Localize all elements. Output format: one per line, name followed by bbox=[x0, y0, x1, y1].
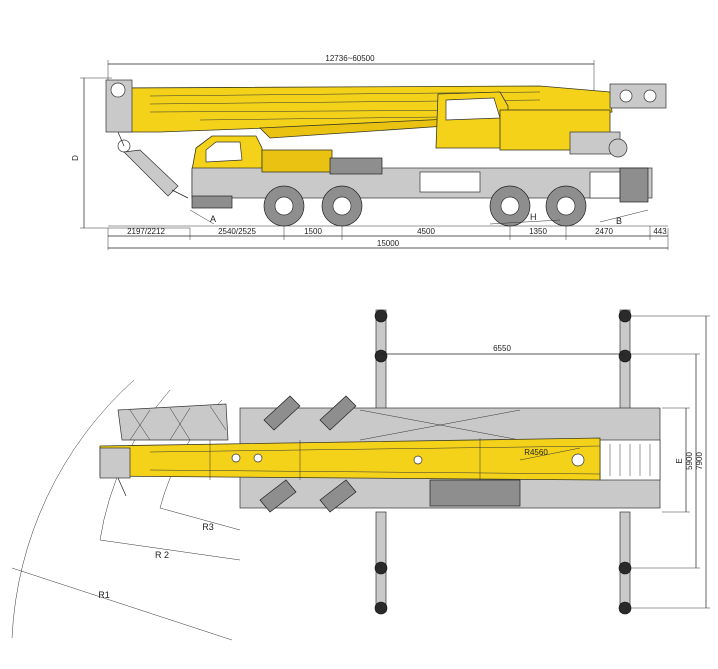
front-axle-wheels bbox=[263, 185, 363, 227]
front-outrigger-box bbox=[191, 195, 233, 209]
top-wheel-4 bbox=[319, 479, 357, 513]
radius-label-r1: R1 bbox=[98, 590, 110, 600]
span-7900-label: 7900 bbox=[695, 452, 704, 470]
ramp-angle-label: H bbox=[530, 212, 537, 222]
dim-axle-3: 4500 bbox=[417, 227, 435, 236]
engine-cover bbox=[261, 149, 333, 173]
outrigger-span-label: 6550 bbox=[493, 344, 511, 353]
side-view: 12736~60500 D bbox=[71, 54, 669, 250]
boom-length-label: 12736~60500 bbox=[325, 54, 375, 63]
top-wheel-2 bbox=[319, 395, 357, 431]
dim-rear: 443 bbox=[653, 227, 667, 236]
radius-arc-r1 bbox=[11, 379, 135, 639]
radius-label-r3: R3 bbox=[202, 522, 214, 532]
total-length-label: 15000 bbox=[377, 239, 400, 248]
dim-axle-1: 2540/2525 bbox=[218, 227, 256, 236]
top-view: R1 R 2 R3 6550 bbox=[11, 309, 710, 641]
width-e-label: E bbox=[675, 458, 684, 463]
tail-radius-label: R4560 bbox=[524, 448, 548, 457]
dim-axle-5: 2470 bbox=[595, 227, 613, 236]
battery-box bbox=[429, 479, 521, 507]
cab-window bbox=[445, 97, 501, 121]
departure-angle-label: B bbox=[616, 216, 622, 226]
dim-axle-2: 1500 bbox=[304, 227, 322, 236]
radius-label-r2: R 2 bbox=[155, 550, 169, 560]
dim-front-overhang: 2197/2212 bbox=[127, 227, 165, 236]
span-5900-label: 5900 bbox=[685, 452, 694, 470]
boom-tail-winch bbox=[609, 83, 667, 109]
rear-axle-wheels bbox=[489, 185, 587, 227]
outriggers bbox=[374, 309, 632, 615]
hook-block bbox=[123, 149, 179, 197]
rear-outrigger-box bbox=[619, 167, 649, 203]
height-label: D bbox=[71, 155, 80, 161]
outrigger-pad bbox=[374, 309, 388, 323]
approach-angle-label: A bbox=[210, 214, 216, 224]
top-wheel-3 bbox=[259, 479, 297, 513]
top-wheel-1 bbox=[263, 395, 301, 431]
boom-head-top bbox=[99, 447, 131, 479]
dim-axle-4: 1350 bbox=[529, 227, 547, 236]
boom-sheave bbox=[110, 82, 126, 98]
carrier-cab-window bbox=[205, 141, 243, 163]
lattice-jib bbox=[117, 403, 229, 441]
